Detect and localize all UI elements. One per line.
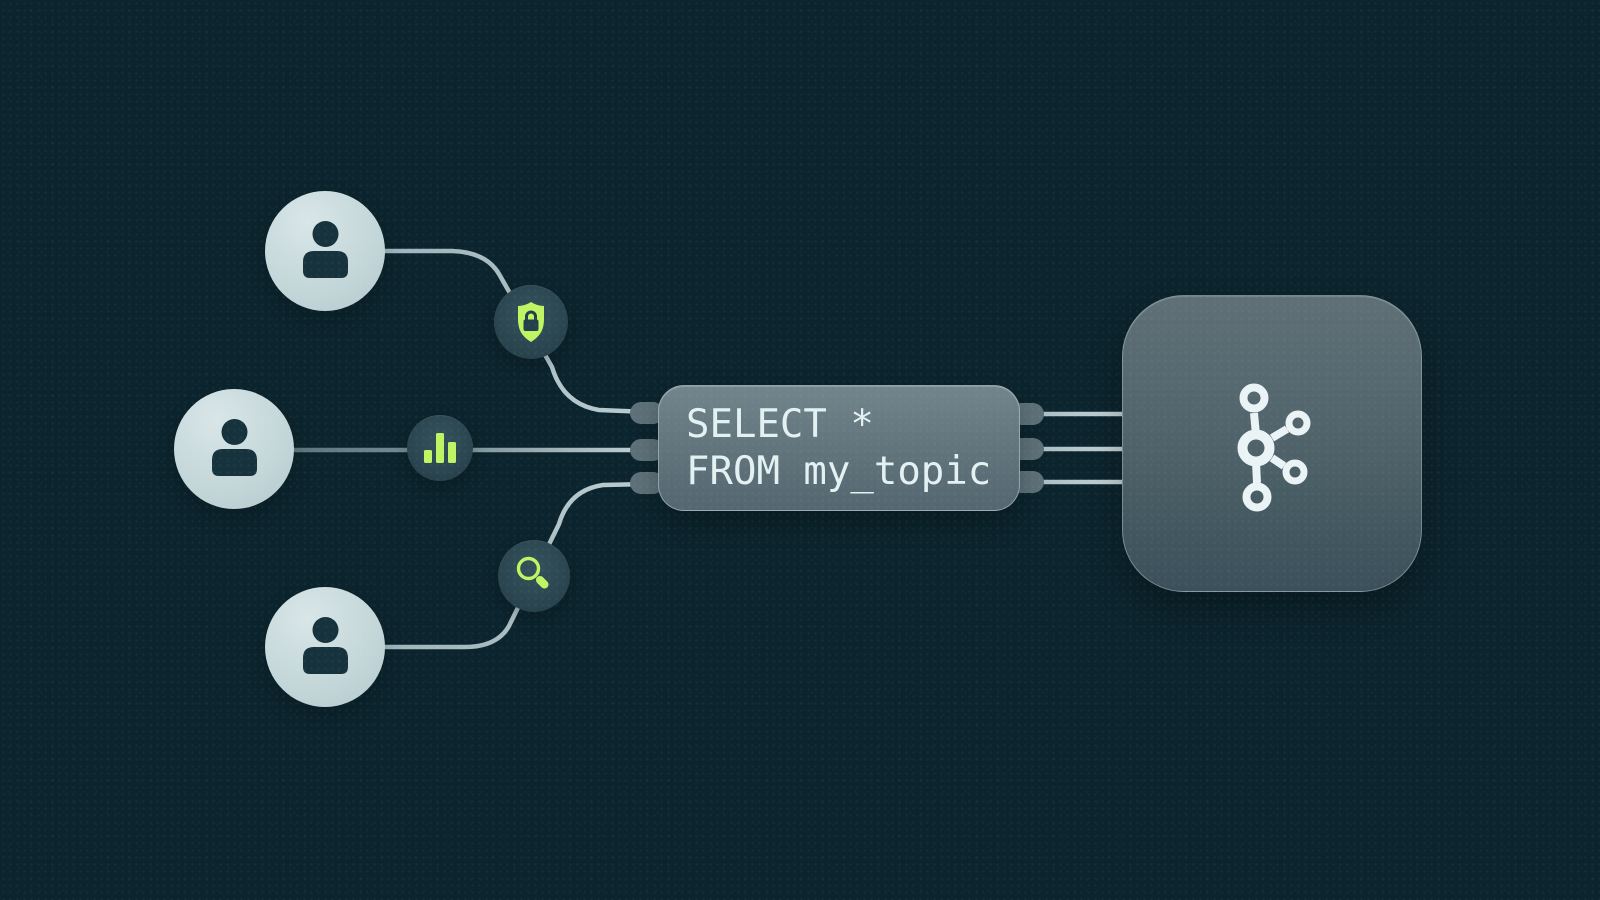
wire-user3-to-query — [380, 481, 652, 650]
user-avatar-2 — [174, 389, 294, 509]
user-icon — [212, 419, 257, 476]
kafka-node — [1122, 295, 1422, 592]
user-avatar-1 — [265, 191, 385, 311]
security-badge — [494, 285, 568, 359]
query-line-1: SELECT * — [686, 402, 874, 447]
bar-chart-icon — [424, 432, 456, 463]
wire-user1-to-query — [378, 248, 652, 415]
query-port-left-1 — [630, 402, 664, 424]
query-line-2: FROM my_topic — [686, 449, 992, 494]
user-icon — [303, 221, 348, 278]
shield-lock-icon — [518, 302, 544, 342]
search-icon — [516, 556, 549, 589]
user-icon — [303, 617, 348, 674]
search-badge — [498, 540, 570, 612]
query-port-left-3 — [630, 472, 664, 494]
query-port-left-2 — [630, 439, 664, 461]
metrics-badge — [407, 415, 473, 481]
query-node: SELECT * FROM my_topic — [658, 385, 1020, 511]
user-avatar-3 — [265, 587, 385, 707]
kafka-logo — [1237, 383, 1311, 512]
